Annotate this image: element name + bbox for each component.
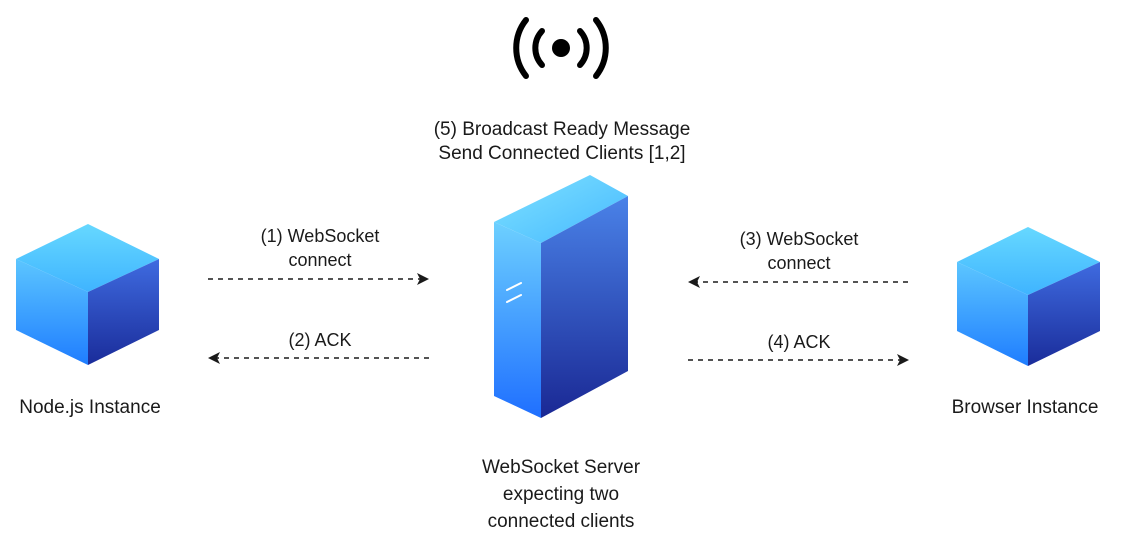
- edge-label-step1-line2: connect: [288, 250, 352, 270]
- browser-client-label: Browser Instance: [951, 397, 1099, 418]
- server-tower-icon: [494, 175, 628, 418]
- broadcast-label-line2: Send Connected Clients [1,2]: [438, 143, 686, 164]
- broadcast-label-line1: (5) Broadcast Ready Message: [433, 119, 691, 140]
- server-label-line2: expecting two: [502, 484, 620, 505]
- edge-label-step4-line1: (4) ACK: [767, 332, 831, 352]
- edge-label-step3-line2: connect: [767, 253, 831, 273]
- edge-label-step2: (2) ACK: [220, 328, 420, 352]
- node-client-cube-icon: [16, 224, 159, 365]
- server-label-line3: connected clients: [487, 511, 635, 532]
- edge-label-step3: (3) WebSocket connect: [699, 227, 899, 275]
- edge-label-step2-line1: (2) ACK: [288, 330, 352, 350]
- server-label: WebSocket Server expecting two connected…: [441, 454, 681, 535]
- broadcast-label: (5) Broadcast Ready Message Send Connect…: [391, 118, 733, 166]
- browser-client-cube-icon: [957, 227, 1100, 366]
- edge-label-step1: (1) WebSocket connect: [220, 224, 420, 272]
- edge-label-step3-line1: (3) WebSocket: [739, 229, 859, 249]
- edge-label-step4: (4) ACK: [699, 330, 899, 354]
- edge-label-step1-line1: (1) WebSocket: [260, 226, 380, 246]
- server-label-line1: WebSocket Server: [481, 457, 641, 478]
- broadcast-icon: [513, 17, 609, 79]
- node-client-label: Node.js Instance: [19, 397, 161, 418]
